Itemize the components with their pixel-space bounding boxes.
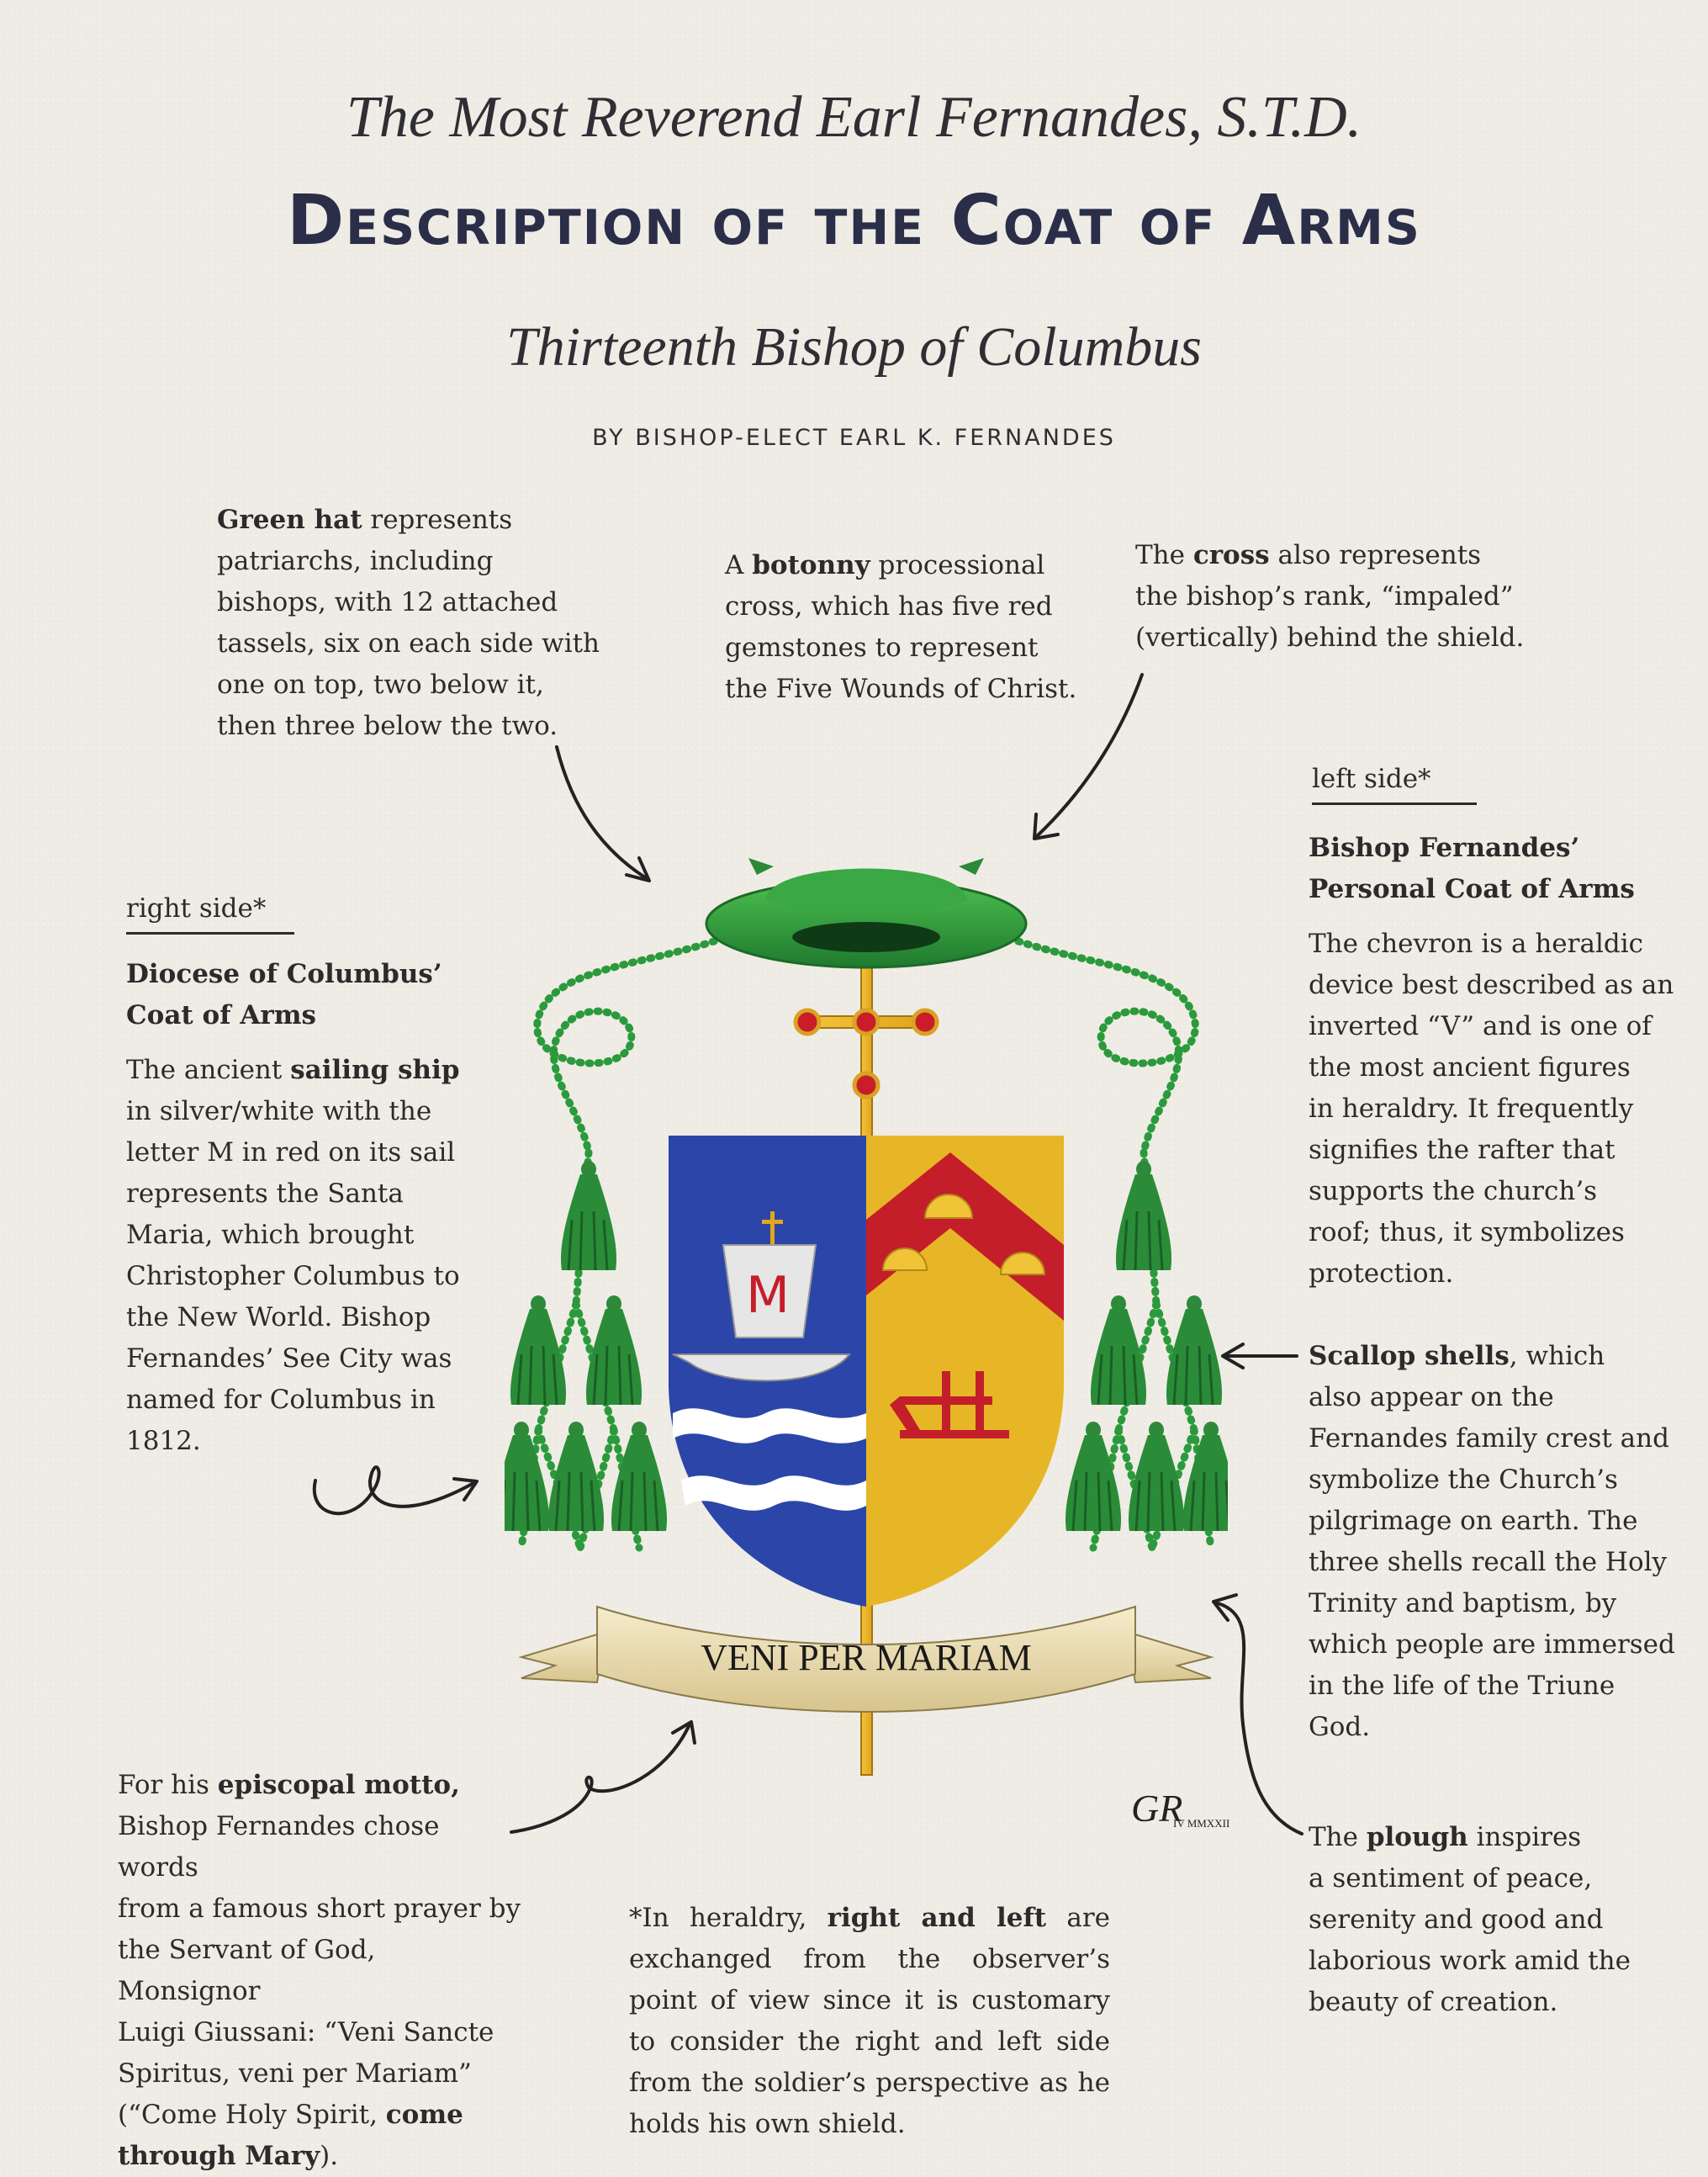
callout-bold: Green hat [217, 505, 362, 535]
coat-of-arms-emblem: M VENI PER MARIAM [505, 858, 1228, 1776]
plough [890, 1371, 1009, 1438]
right-side-description: The ancient sailing ship in silver/white… [126, 1055, 460, 1456]
subtitle: Thirteenth Bishop of Columbus [506, 316, 1202, 378]
motto-text: VENI PER MARIAM [701, 1637, 1032, 1678]
callout-scallop-shells: Scallop shells, which also appear on the… [1309, 1341, 1675, 1742]
heraldry-note: *In heraldry, right and left are exchang… [629, 1903, 1110, 2139]
sailing-ship: M [672, 1211, 852, 1382]
scallop-shells [881, 1194, 1046, 1275]
callout-green-hat: Green hat represents patriarchs, includi… [217, 505, 600, 741]
left-side-heading: Bishop Fernandes’ Personal Coat of Arms [1309, 833, 1635, 904]
arrow-cross [1034, 673, 1144, 839]
motto-scroll: VENI PER MARIAM [518, 1605, 1214, 1713]
green-hat [705, 858, 1028, 969]
left-side-label-wrap: left side* [1312, 764, 1480, 805]
right-side-heading: Diocese of Columbus’ Coat of Arms [126, 959, 442, 1030]
right-side-label: right side* [126, 893, 294, 935]
left-side-label: left side* [1312, 764, 1477, 805]
left-side-description: The chevron is a heraldic device best de… [1309, 929, 1674, 1289]
pre-title: The Most Reverend Earl Fernandes, S.T.D. [346, 85, 1362, 150]
arrow-green-hat [555, 745, 649, 881]
callout-episcopal-motto: For his episcopal motto, Bishop Fernande… [118, 1770, 521, 2171]
shield: M [669, 1136, 1064, 1607]
arrow-plough [1214, 1601, 1303, 1835]
waves [673, 1408, 866, 1511]
arrow-motto [510, 1723, 691, 1834]
sail-letter: M [746, 1266, 790, 1325]
callout-cross: The cross also represents the bishop’s r… [1135, 540, 1525, 653]
callout-plough: The plough inspires a sentiment of peace… [1309, 1822, 1631, 2017]
right-side-label-wrap: right side* [126, 893, 303, 935]
byline: BY BISHOP-ELECT EARL K. FERNANDES [592, 425, 1116, 451]
page-title: Description of the Coat of Arms [287, 181, 1421, 261]
signature-initials: GR [1131, 1787, 1182, 1830]
signature-date: IV MMXXII [1173, 1817, 1229, 1830]
artist-signature: GR IV MMXXII [1131, 1787, 1229, 1830]
chevron [866, 1152, 1064, 1321]
arrow-right-side [312, 1465, 477, 1516]
callout-botonny: A botonny processional cross, which has … [725, 550, 1077, 704]
